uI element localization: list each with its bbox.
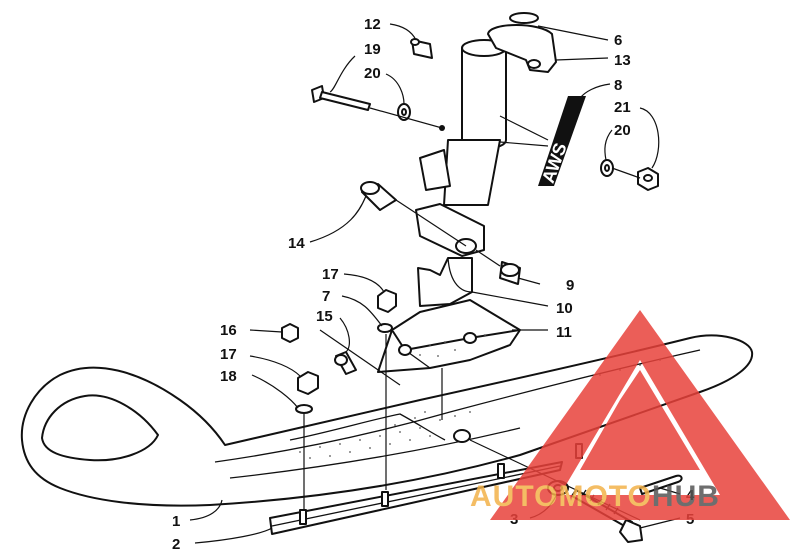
locknut-7 <box>377 289 397 313</box>
watermark-brand: AUTOMOTOHUB <box>470 480 720 513</box>
callout-8: 8 <box>614 77 622 94</box>
shock-bolt <box>311 85 371 111</box>
watermark-triangle <box>490 310 790 520</box>
callout-21: 21 <box>614 99 631 116</box>
callout-20b: 20 <box>614 122 631 139</box>
leader-lines <box>189 23 681 544</box>
spindle-spacer <box>360 181 397 211</box>
callout-17a: 17 <box>322 266 339 283</box>
callout-6: 6 <box>614 32 622 49</box>
callout-15: 15 <box>316 308 333 325</box>
callout-19: 19 <box>364 41 381 58</box>
washer-right <box>600 159 614 177</box>
cotter-pin <box>639 474 683 495</box>
callout-20a: 20 <box>364 65 381 82</box>
callout-16: 16 <box>220 322 237 339</box>
callout-10: 10 <box>556 300 573 317</box>
washer-18 <box>295 404 313 414</box>
watermark-brand-part2: HUB <box>652 480 720 513</box>
callout-7: 7 <box>322 288 330 305</box>
decal: AWS <box>538 96 586 186</box>
callout-2: 2 <box>172 536 180 553</box>
saddle-bracket <box>377 299 521 373</box>
watermark-brand-part1: AUTOMOTO <box>470 480 652 513</box>
callout-labels: 1 2 3 4 5 6 7 8 9 10 11 12 13 14 15 16 1… <box>172 16 695 553</box>
callout-1: 1 <box>172 513 180 530</box>
ski-saddle <box>417 257 473 307</box>
callout-11: 11 <box>556 324 572 341</box>
grease-fitting <box>410 38 433 59</box>
callout-9: 9 <box>566 277 574 294</box>
callout-14: 14 <box>288 235 305 252</box>
callout-17b: 17 <box>220 346 237 363</box>
washer-7 <box>377 323 393 333</box>
watermark: AUTOMOTOHUB <box>470 310 790 520</box>
decal-text: AWS <box>538 140 571 185</box>
spacer-15 <box>334 351 357 375</box>
locknut-16 <box>281 323 299 343</box>
bushing <box>499 261 521 285</box>
locknut-right <box>637 167 659 191</box>
callout-12: 12 <box>364 16 381 33</box>
callout-13: 13 <box>614 52 631 69</box>
spindle <box>415 12 557 257</box>
locknut-17 <box>297 371 319 395</box>
callout-18: 18 <box>220 368 237 385</box>
